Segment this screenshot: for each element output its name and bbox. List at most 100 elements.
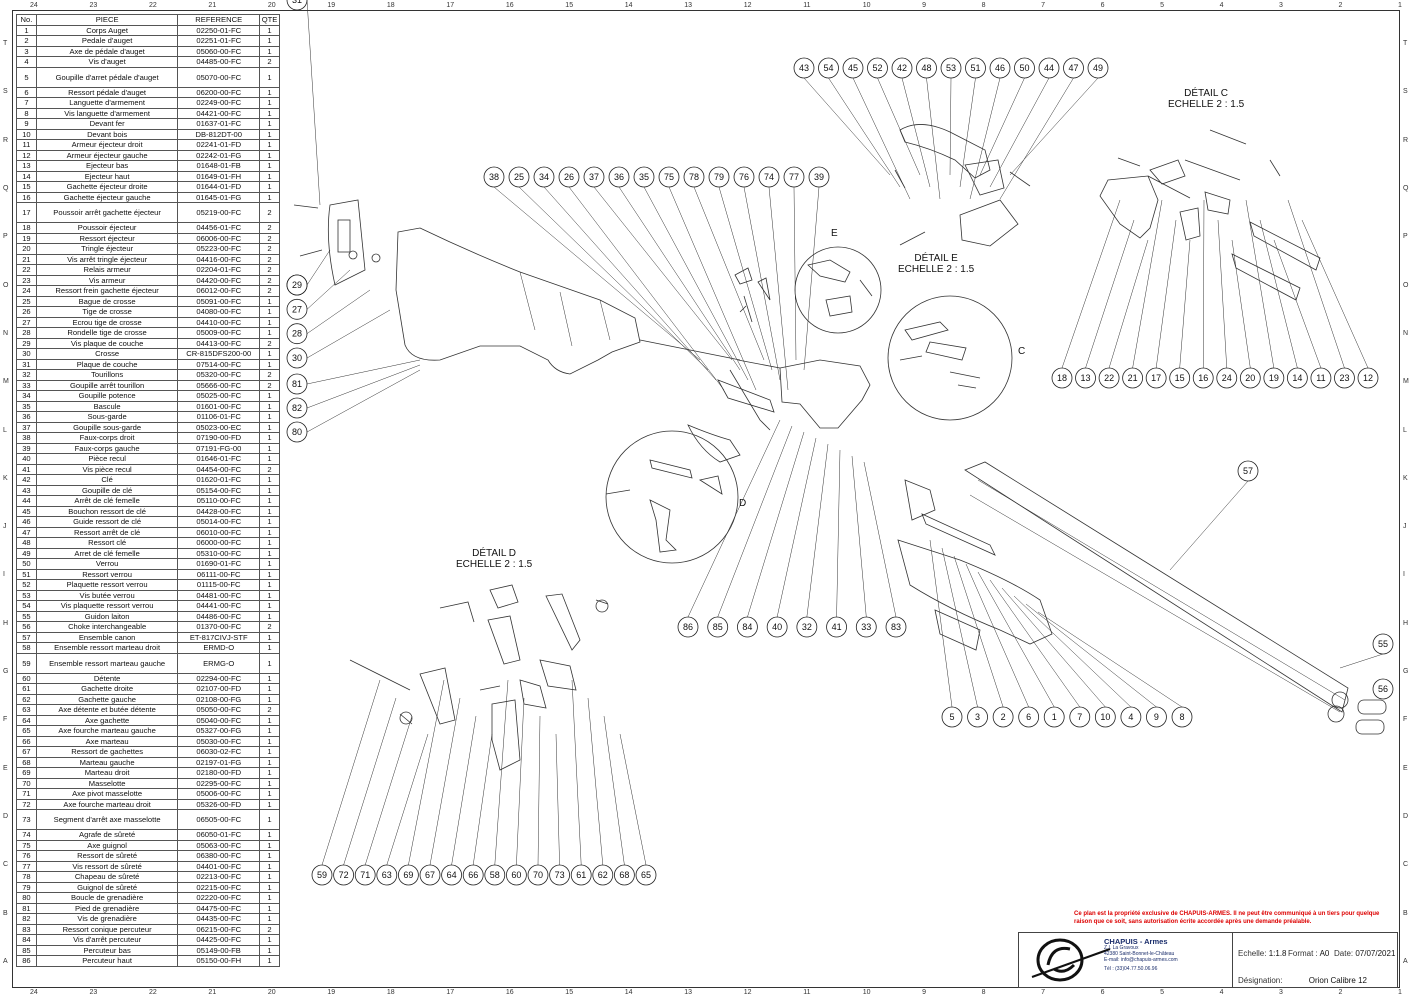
callout-bubble: 52 — [867, 57, 888, 79]
cell-piece: Devant fer — [35, 118, 179, 130]
callout-number: 11 — [1316, 373, 1325, 383]
leader-line — [1202, 199, 1205, 369]
company-address-2: 42380 Saint-Bonnet-le-Château — [1104, 951, 1175, 957]
cell-qty: 1 — [259, 149, 280, 161]
callout-circle — [286, 298, 308, 320]
ruler-label: 3 — [1279, 989, 1283, 996]
callout-circle — [583, 166, 605, 188]
ruler-label: 13 — [684, 989, 693, 996]
scale-value: 1:1.8 — [1268, 949, 1287, 958]
ruler-label: 24 — [30, 2, 38, 9]
callout-circle — [916, 57, 937, 79]
callout-bubble: 55 — [1372, 633, 1394, 655]
callout-number: 47 — [1068, 63, 1078, 73]
callout-number: 17 — [1151, 373, 1161, 383]
ruler-label: O — [1403, 281, 1409, 289]
callout-number: 85 — [713, 622, 723, 632]
ruler-label: 3 — [1279, 2, 1283, 9]
format-label: Format : — [1288, 949, 1318, 958]
callout-circle — [1239, 367, 1261, 389]
callout-bubble: 57 — [1237, 460, 1259, 482]
callout-bubble: 17 — [1145, 367, 1167, 389]
ruler-label: 19 — [327, 989, 336, 996]
leader-line — [717, 425, 793, 618]
callout-bubble: 75 — [658, 166, 680, 188]
leader-line — [747, 431, 805, 618]
ruler-label: M — [1403, 378, 1409, 386]
callout-bubble: 9 — [1146, 706, 1167, 728]
callout-bubble: 35 — [633, 166, 655, 188]
callout-bubble: 42 — [891, 57, 913, 79]
format-value: A0 — [1319, 949, 1330, 958]
leader-line — [776, 437, 817, 618]
cell-no: 17 — [16, 202, 37, 223]
leader-line — [1339, 653, 1384, 669]
callout-number: 83 — [891, 622, 901, 632]
callout-number: 52 — [872, 63, 882, 73]
ruler-label: B — [3, 909, 8, 917]
callout-circle — [677, 616, 699, 638]
callout-number: 49 — [1093, 63, 1103, 73]
callout-number: 25 — [514, 172, 524, 182]
cell-qty: 1 — [259, 955, 280, 967]
callout-bubble: 54 — [818, 57, 839, 79]
leader-line — [977, 571, 1055, 708]
callout-number: 32 — [802, 622, 812, 632]
detail-c-circle — [887, 295, 1013, 421]
callout-bubble: 5 — [941, 706, 963, 728]
callout-circle — [462, 864, 484, 886]
callout-circle — [826, 616, 847, 638]
callout-bubble: 45 — [842, 57, 864, 79]
callout-bubble: 37 — [583, 166, 605, 188]
leader-line — [863, 461, 897, 618]
callout-circle — [286, 347, 308, 369]
callout-number: 20 — [1245, 373, 1255, 383]
ruler-label: 15 — [565, 2, 574, 9]
cell-piece: Ejecteur bas — [35, 160, 179, 172]
callout-circle — [1192, 367, 1214, 389]
callout-bubble: 50 — [1014, 57, 1035, 79]
leader-line — [1025, 603, 1157, 708]
callout-number: 77 — [789, 172, 799, 182]
detail-e-letter: E — [831, 228, 838, 239]
callout-circle — [592, 864, 614, 886]
callout-number: 50 — [1019, 63, 1029, 73]
ruler-label: 1 — [1398, 2, 1402, 9]
cell-qty: 1 — [259, 170, 280, 182]
callout-bubble: 7 — [1069, 706, 1091, 728]
callout-number: 65 — [641, 870, 651, 880]
callout-number: 51 — [970, 63, 980, 73]
callout-number: 34 — [539, 172, 549, 182]
callout-circle — [733, 166, 755, 188]
designation-field: Désignation: Orion Calibre 12 — [1238, 976, 1367, 985]
cell-piece: Devant bois — [35, 128, 179, 140]
callout-circle — [683, 166, 705, 188]
callout-bubble: 32 — [796, 616, 818, 638]
callout-number: 46 — [995, 63, 1005, 73]
ruler-label: 4 — [1219, 989, 1224, 996]
leader-line — [768, 186, 789, 391]
detail-d-scale: ECHELLE 2 : 1.5 — [456, 559, 533, 570]
ruler-label: 9 — [922, 2, 927, 9]
chapuis-logo — [1031, 938, 1111, 982]
cell-qty: 1 — [259, 181, 280, 193]
ruler-label: 14 — [624, 989, 633, 996]
callout-bubble: 48 — [916, 57, 937, 79]
callout-circle — [1120, 706, 1142, 728]
callout-bubble: 1 — [1043, 706, 1065, 728]
leader-line — [571, 679, 582, 866]
callout-circle — [796, 616, 818, 638]
callout-circle — [1310, 367, 1332, 389]
ruler-label: R — [1403, 136, 1409, 144]
ruler-label: G — [3, 668, 9, 676]
callout-bubble: 51 — [965, 57, 986, 79]
ruler-label: 2 — [1338, 2, 1343, 9]
callout-bubble: 64 — [441, 864, 463, 886]
cell-piece: Armeur éjecteur gauche — [35, 149, 179, 161]
cell-qty: 2 — [259, 243, 280, 255]
